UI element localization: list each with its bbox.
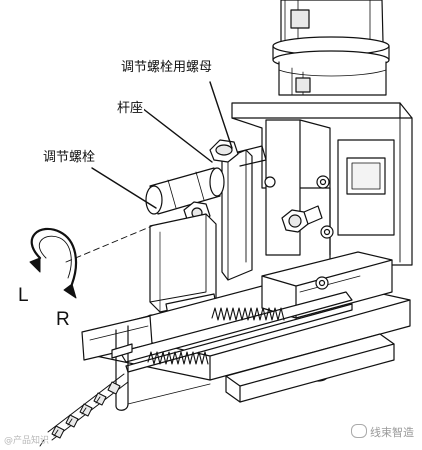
rotation-label-right: R: [56, 309, 70, 330]
feed-rail: [119, 291, 353, 373]
leader-lines: [91, 81, 233, 209]
label-adjusting-bolt: 调节螺栓: [42, 150, 97, 166]
watermark-right: 线束智造: [370, 426, 414, 439]
rod-seat-assembly: [145, 139, 267, 281]
wechat-icon: [351, 424, 367, 438]
watermark-left: @产品知识: [4, 436, 50, 446]
guard-frame: [111, 325, 211, 411]
ram-housing: [272, 0, 390, 96]
label-rod-seat: 杆座: [116, 101, 145, 117]
spring-coils: [147, 307, 285, 365]
label-adjusting-bolt-nut: 调节螺栓用螺母: [120, 60, 214, 76]
axis-dashed-line: [65, 225, 153, 263]
main-frame: [231, 102, 413, 266]
rotation-label-left: L: [18, 285, 29, 306]
rotation-arrow-icon: [29, 227, 78, 299]
terminal-strip: [39, 373, 129, 447]
